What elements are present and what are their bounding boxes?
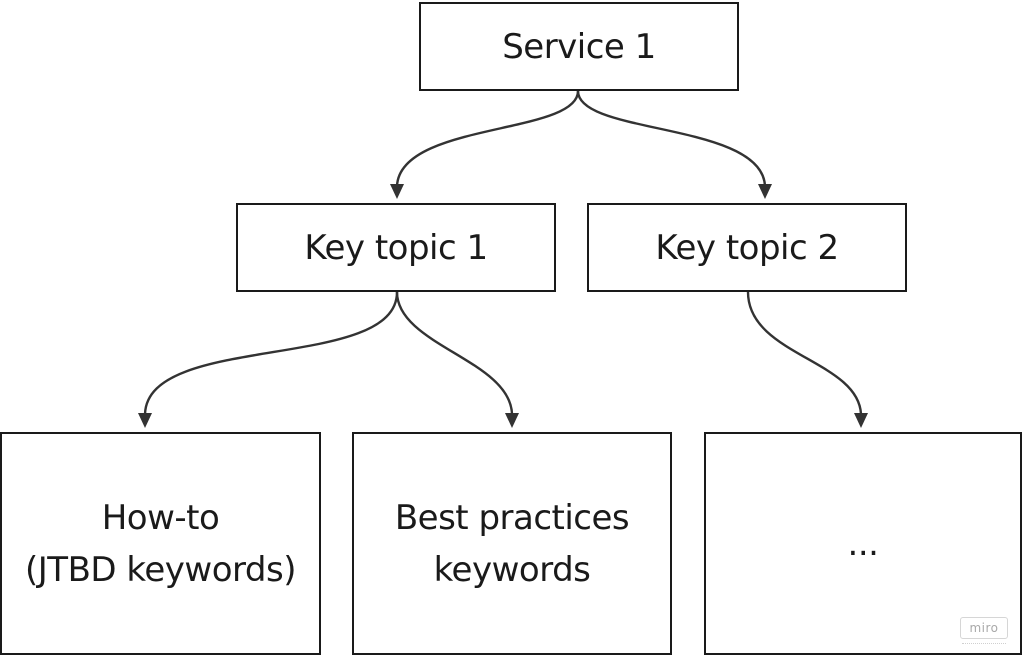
node-service-1[interactable]: Service 1 xyxy=(419,2,739,91)
miro-watermark: miro xyxy=(960,617,1008,639)
arrowhead-best-practices xyxy=(505,413,519,428)
watermark-underline xyxy=(962,643,1006,647)
arrowhead-key-topic-1 xyxy=(390,184,404,199)
node-best-practices-line-1: Best practices xyxy=(394,497,630,538)
node-key-topic-2-label: Key topic 2 xyxy=(655,227,839,268)
node-key-topic-1-label: Key topic 1 xyxy=(304,227,488,268)
arrowhead-how-to xyxy=(138,413,152,428)
arrowhead-more xyxy=(854,413,868,428)
node-more-label: ... xyxy=(848,518,879,570)
node-how-to-label: How-to (JTBD keywords) xyxy=(25,492,296,596)
edge-service-to-key-topic-2 xyxy=(576,90,767,187)
edge-service-to-key-topic-1 xyxy=(395,90,580,187)
node-key-topic-2[interactable]: Key topic 2 xyxy=(587,203,907,292)
node-key-topic-1[interactable]: Key topic 1 xyxy=(236,203,556,292)
node-how-to[interactable]: How-to (JTBD keywords) xyxy=(0,432,321,655)
node-best-practices-label: Best practices keywords xyxy=(394,492,630,596)
node-service-1-label: Service 1 xyxy=(502,26,656,67)
arrowhead-key-topic-2 xyxy=(758,184,772,199)
node-more-line-1: ... xyxy=(847,523,879,564)
edge-key-topic-2-to-more xyxy=(746,291,863,415)
node-best-practices-line-2: keywords xyxy=(433,549,591,590)
node-how-to-line-1: How-to xyxy=(101,497,220,538)
edge-key-topic-1-to-best-practices xyxy=(395,291,514,415)
edge-key-topic-1-to-how-to xyxy=(143,291,399,415)
node-best-practices[interactable]: Best practices keywords xyxy=(352,432,672,655)
node-how-to-line-2: (JTBD keywords) xyxy=(25,549,296,590)
